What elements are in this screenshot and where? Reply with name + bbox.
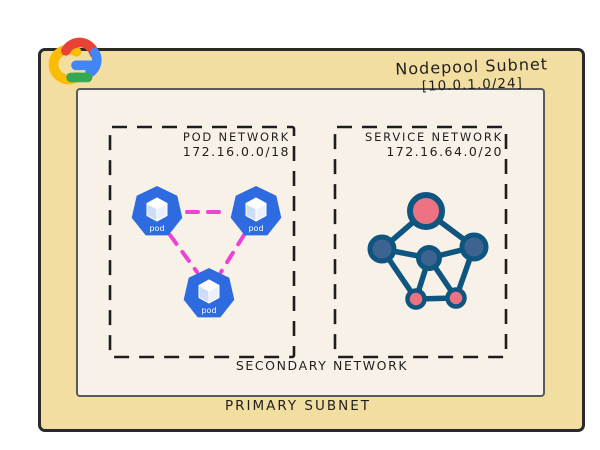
mesh-node: [416, 245, 442, 271]
pod-link-line: [219, 233, 246, 274]
pod-network-cidr: 172.16.0.0/18: [182, 144, 290, 160]
service-network-title: SERVICE NETWORK: [365, 130, 503, 144]
google-cloud-logo-icon: [48, 37, 102, 85]
mesh-node: [445, 287, 467, 309]
pod-label: pod: [201, 306, 216, 315]
pod-icon: pod: [131, 185, 183, 236]
mesh-node: [367, 234, 397, 264]
pod-cluster: pod pod pod: [131, 185, 282, 318]
service-mesh-graph-icon: [367, 192, 489, 310]
service-network-label: SERVICE NETWORK 172.16.64.0/20: [335, 130, 503, 160]
pod-network-label: POD NETWORK 172.16.0.0/18: [112, 130, 290, 160]
mesh-node: [407, 192, 445, 230]
pod-icon: pod: [183, 267, 235, 318]
mesh-node: [405, 288, 427, 310]
secondary-network-label: SECONDARY NETWORK: [235, 358, 409, 373]
pod-icon: pod: [230, 185, 282, 236]
nodepool-subnet-label: Nodepool Subnet [10.0.1.0/24]: [391, 54, 552, 96]
mesh-node: [459, 232, 489, 262]
service-network-cidr: 172.16.64.0/20: [386, 144, 503, 160]
pod-network-title: POD NETWORK: [182, 130, 290, 144]
pod-label: pod: [149, 224, 164, 233]
pod-label: pod: [248, 224, 263, 233]
primary-subnet-label: PRIMARY SUBNET: [224, 398, 372, 414]
pod-link-line: [168, 233, 199, 274]
